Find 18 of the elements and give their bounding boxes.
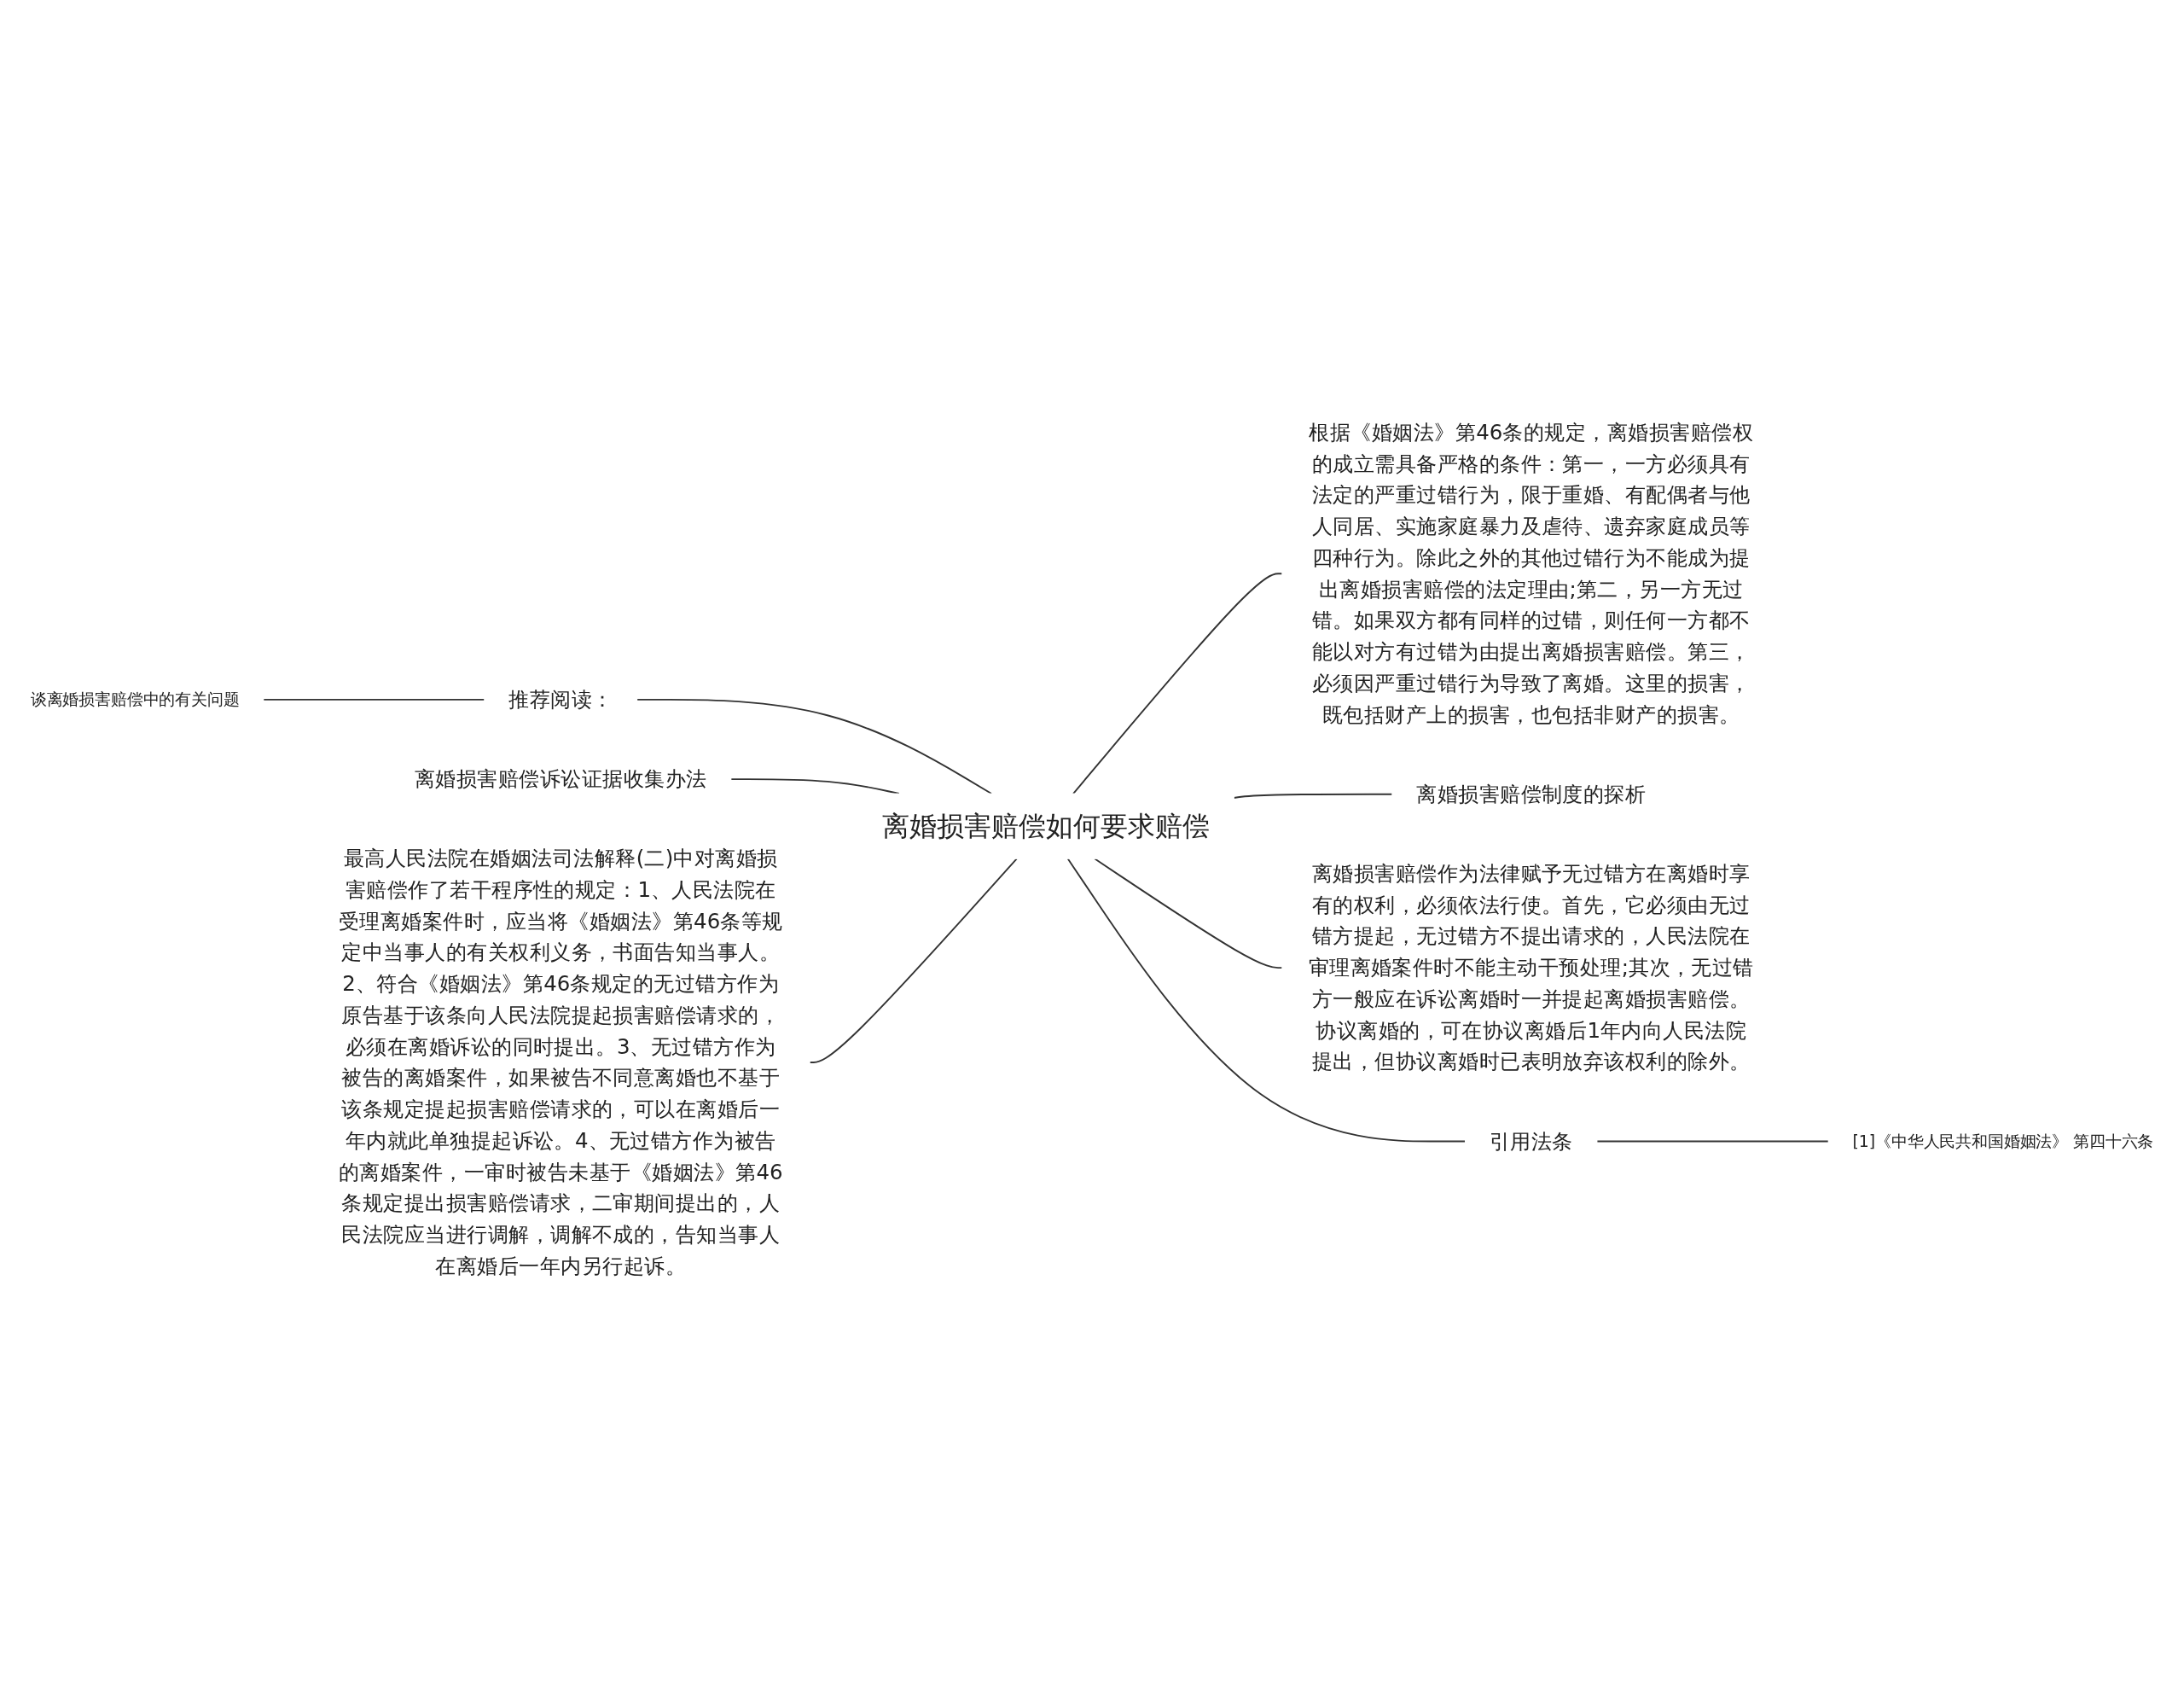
node-text: 最高人民法院在婚姻法司法解释(二)中对离婚损害赔偿作了若干程序性的规定：1、人民法院在受理离婚案件时，应当将《婚姻法》第46条等规定中当事人的有关权利义务，书面告知当事人。2、符合《婚姻法》第46条规定的无过错方作为原告基于该条向人民法院提起损害赔偿请求的，必须在离婚诉讼的同时提出。3、无过错方作为被告的离婚案件，如果被告不同意离婚也不基于该条规定提起损害赔偿请求的，可以在离婚后一年内就此单独提起诉讼。4、无过错方作为被告的离婚案件，一审时被告未基于《婚姻法》第46条规定提出损害赔偿请求，二审期间提出的，人民法院应当进行调解，调解不成的，告知当事人在离婚后一年内另行起诉。: [338, 846, 783, 1278]
connector: [636, 699, 992, 795]
node-text: 离婚损害赔偿制度的探析: [1416, 782, 1647, 806]
connector: [262, 699, 485, 701]
node-text: 离婚损害赔偿作为法律赋予无过错方在离婚时享有的权利，必须依法行使。首先，它必须由无过错方提起，无过错方不提出请求的，人民法院在审理离婚案件时不能主动干预处理;其次，无过错方一般应在诉讼离婚时一并提起离婚损害赔偿。协议离婚的，可在协议离婚后1年内向人民法院提出，但协议离婚时已表明放弃该权利的除外。: [1308, 861, 1754, 1074]
connector: [1233, 793, 1393, 800]
node-text: 推荐阅读：: [508, 687, 613, 712]
node-text: 引用法条: [1489, 1129, 1573, 1154]
node-text: 离婚损害赔偿如何要求赔偿: [881, 810, 1211, 842]
node-text: 离婚损害赔偿诉讼证据收集办法: [414, 766, 707, 791]
connector: [1094, 858, 1283, 969]
connector: [1066, 858, 1467, 1143]
node-text: 根据《婚姻法》第46条的规定，离婚损害赔偿权的成立需具备严格的条件：第一，一方必须具有法定的严重过错行为，限于重婚、有配偶者与他人同居、实施家庭暴力及虐待、遗弃家庭成员等四种行为。除此之外的其他过错行为不能成为提出离婚损害赔偿的法定理由;第二，另一方无过错。如果双方都有同样的过错，则任何一方都不能以对方有过错为由提出离婚损害赔偿。第三，必须因严重过错行为导致了离婚。这里的损害，既包括财产上的损害，也包括非财产的损害。: [1309, 420, 1754, 727]
node-text: [1]《中华人民共和国婚姻法》 第四十六条: [1852, 1132, 2154, 1151]
connector: [1072, 573, 1283, 795]
connector: [809, 858, 1018, 1064]
node-text: 谈离婚损害赔偿中的有关问题: [30, 689, 240, 710]
connector: [1596, 1140, 1830, 1143]
